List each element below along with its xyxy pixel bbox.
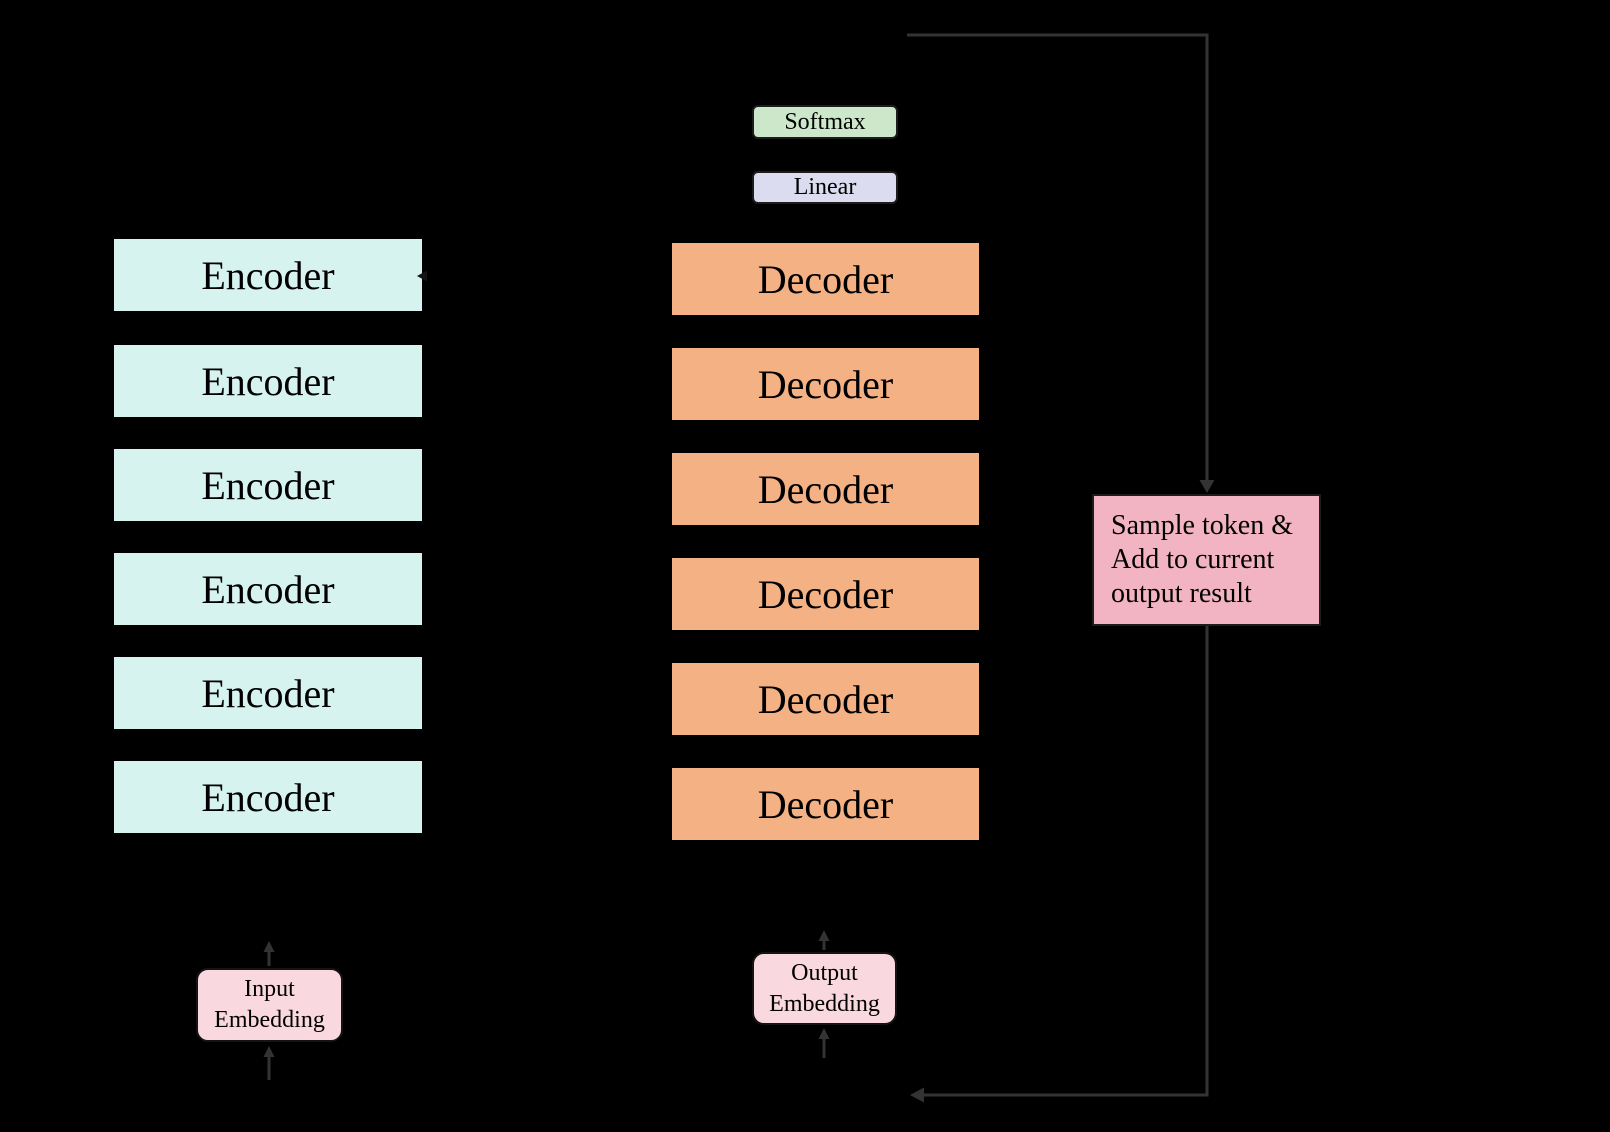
encoder-box-1: Encoder: [114, 239, 422, 311]
sample-token-line-2: Add to current: [1111, 544, 1275, 575]
encoder-box-3: Encoder: [114, 449, 422, 521]
decoder-box-1: Decoder: [672, 243, 979, 315]
decoder-box-4: Decoder: [672, 558, 979, 630]
decoder-box-2: Decoder: [672, 348, 979, 420]
softmax-box: Softmax: [752, 105, 898, 139]
sample-token-box: Sample token & Add to current output res…: [1092, 494, 1321, 626]
input-embedding-in-arrowhead-icon: [263, 1046, 275, 1057]
encoder-box-4: Encoder: [114, 553, 422, 625]
sample-token-line-1: Sample token &: [1111, 510, 1293, 541]
input-embedding-line-2: Embedding: [214, 1007, 325, 1033]
feedback-left-arrowhead-icon: [910, 1087, 924, 1103]
output-embedding-up-arrowhead-icon: [818, 930, 830, 941]
encoder-box-5: Encoder: [114, 657, 422, 729]
output-embedding-line-1: Output: [791, 959, 858, 986]
output-embedding-line-2: Embedding: [769, 990, 880, 1017]
input-embedding-box: Input Embedding: [196, 968, 343, 1042]
encoder-box-6: Encoder: [114, 761, 422, 833]
feedback-down-arrowhead-icon: [1199, 480, 1215, 493]
input-embedding-line-1: Input: [244, 976, 295, 1002]
decoder-box-6: Decoder: [672, 768, 979, 840]
linear-box: Linear: [752, 171, 898, 204]
input-embedding-up-arrowhead-icon: [263, 941, 275, 952]
encoder-box-2: Encoder: [114, 345, 422, 417]
decoder-box-5: Decoder: [672, 663, 979, 735]
sample-token-line-3: output result: [1111, 578, 1252, 609]
output-embedding-box: Output Embedding: [752, 952, 897, 1025]
decoder-box-3: Decoder: [672, 453, 979, 525]
output-embedding-in-arrowhead-icon: [818, 1028, 830, 1039]
